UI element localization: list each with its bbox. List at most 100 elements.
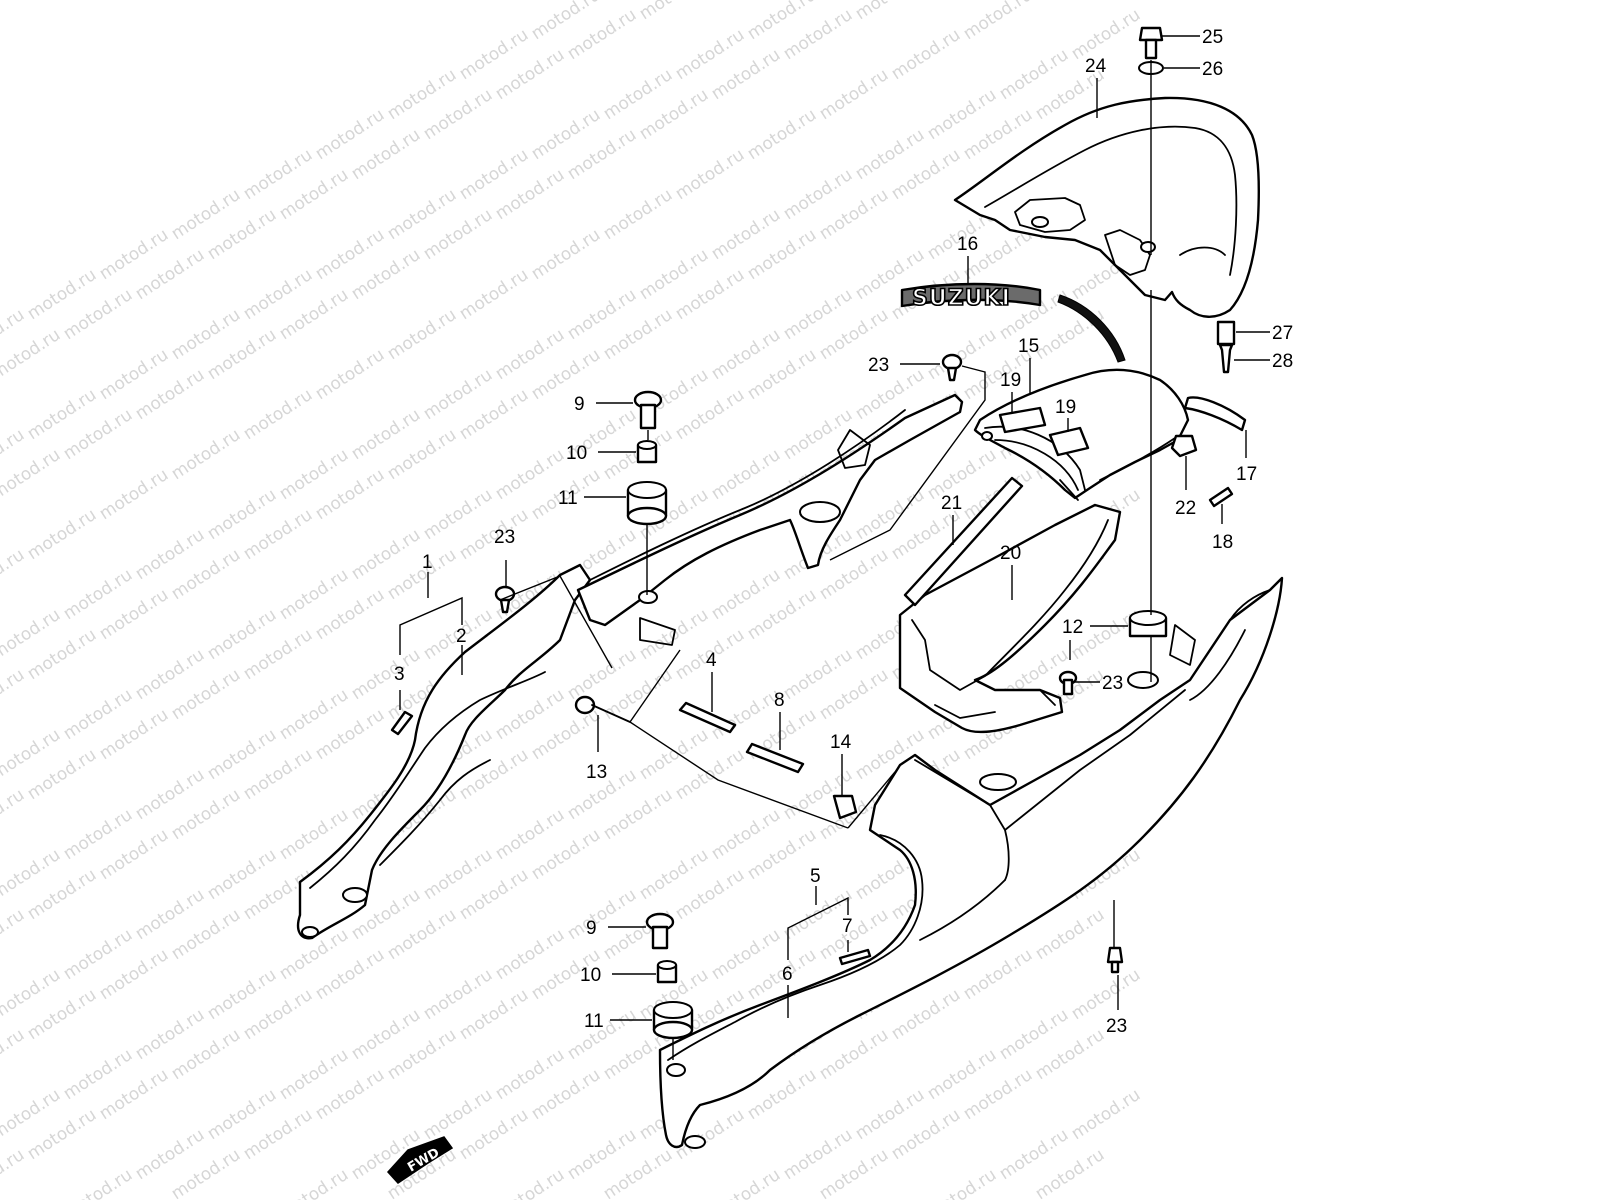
clip-14 (832, 794, 858, 820)
collar-27 (1216, 320, 1236, 346)
screw-28 (1218, 343, 1234, 374)
watermark-text: motod.ru (744, 105, 820, 164)
center-inner-panel (898, 503, 1122, 734)
watermark-text: motod.ru (1068, 1085, 1144, 1144)
watermark-text: motod.ru (0, 665, 28, 724)
watermark-text: motod.ru (0, 545, 28, 604)
watermark-text: motod.ru (816, 65, 892, 124)
watermark-text: motod.ru (0, 325, 64, 384)
watermark-text: motod.ru (276, 1165, 352, 1200)
callout-20: 20 (1000, 543, 1021, 564)
callout-4: 4 (706, 650, 717, 671)
collar-10-bottom (656, 960, 678, 984)
callout-18: 18 (1212, 532, 1233, 553)
watermark-text: motod.ru (60, 1165, 136, 1200)
strip-4 (678, 701, 737, 734)
callout-17: 17 (1236, 464, 1257, 485)
callout-16: 16 (957, 234, 978, 255)
callout-11-bottom: 11 (584, 1011, 604, 1032)
watermark-text: motod.ru (600, 185, 676, 244)
bolt-9-bottom (645, 912, 675, 950)
callout-2: 2 (456, 626, 467, 647)
callout-11-top: 11 (558, 488, 578, 509)
callout-9-bottom: 9 (586, 918, 597, 939)
strip-8 (745, 742, 805, 774)
watermark-text: motod.ru (528, 225, 604, 284)
callout-19-right: 19 (1055, 397, 1076, 418)
watermark-text: motod.ru (672, 145, 748, 204)
callout-14: 14 (830, 732, 852, 753)
bolt-13 (574, 695, 631, 723)
watermark-text: motod.ru (24, 505, 100, 564)
watermark-text: motod.ru (636, 0, 712, 24)
callout-15: 15 (1018, 336, 1039, 357)
callout-22: 22 (1175, 498, 1196, 519)
callout-21: 21 (941, 493, 962, 514)
callout-13: 13 (586, 762, 607, 783)
rear-seat-cowl (953, 96, 1260, 318)
callout-23-left: 23 (494, 527, 515, 548)
grommet-11-top (626, 481, 668, 526)
watermark-text: motod.ru (888, 25, 964, 84)
bolt-9-top (633, 390, 663, 430)
watermark-text: motod.ru (0, 1145, 28, 1200)
callout-25: 25 (1202, 27, 1223, 48)
suzuki-logo-text: SUZUKI (912, 286, 1011, 311)
sticker-3 (390, 710, 414, 736)
left-tail-cover (296, 563, 592, 940)
clip-23-mid (1058, 670, 1078, 696)
grommet-12 (1128, 610, 1168, 638)
watermark-text: motod.ru (168, 425, 244, 484)
pad-17 (1183, 396, 1247, 432)
watermark-text: motod.ru (852, 0, 928, 24)
watermark-text: motod.ru (0, 905, 28, 964)
callout-10-bottom: 10 (580, 965, 601, 986)
callout-7: 7 (842, 916, 853, 937)
bolt-25 (1138, 26, 1164, 60)
watermark-text: motod.ru (96, 465, 172, 524)
watermark-text: motod.ru (924, 1165, 1000, 1200)
trim-strip (1057, 294, 1126, 363)
watermark-text: motod.ru (708, 1165, 784, 1200)
clip-22 (1170, 434, 1198, 458)
watermark-text: motod.ru (0, 445, 64, 504)
callout-23-bottom: 23 (1106, 1016, 1127, 1037)
callout-10-top: 10 (566, 443, 587, 464)
leader-lines (499, 60, 1152, 1060)
watermark-text: motod.ru (960, 0, 1036, 44)
clip-23-bottom (1106, 946, 1124, 974)
callout-26: 26 (1202, 59, 1223, 80)
callout-8: 8 (774, 690, 785, 711)
callout-19-left: 19 (1000, 370, 1021, 391)
sticker-19-pads (998, 406, 1090, 457)
watermark-text: motod.ru (492, 1165, 568, 1200)
watermark-text: motod.ru (1032, 0, 1108, 4)
pad-18 (1208, 486, 1234, 508)
callout-23-mid: 23 (1102, 673, 1123, 694)
callout-24: 24 (1085, 56, 1107, 77)
collar-10-top (636, 440, 658, 464)
watermark-text: motod.ru (312, 345, 388, 404)
callout-23-top: 23 (868, 355, 889, 376)
callout-12: 12 (1062, 617, 1083, 638)
rubber-strip-21 (903, 476, 1024, 607)
callouts: 25 26 24 16 27 28 15 23 19 19 17 22 (394, 27, 1293, 1037)
callout-27: 27 (1272, 323, 1293, 344)
watermark-text: motod.ru (384, 305, 460, 364)
callout-3: 3 (394, 664, 405, 685)
watermark-text: motod.ru (0, 1025, 28, 1084)
callout-28: 28 (1272, 351, 1293, 372)
suzuki-emblem: SUZUKI (900, 282, 1042, 312)
callout-9-top: 9 (574, 394, 585, 415)
watermark-text: motod.ru (0, 785, 28, 844)
callout-1: 1 (422, 552, 433, 573)
watermark-text: motod.ru (240, 385, 316, 444)
watermark-text: motod.ru (456, 265, 532, 324)
callout-6: 6 (782, 964, 793, 985)
grommet-11-bottom (652, 1001, 694, 1040)
sticker-7 (838, 948, 872, 966)
right-tail-cover (658, 576, 1284, 1149)
clip-23-top (941, 353, 963, 382)
rear-frame-rail (576, 393, 964, 646)
